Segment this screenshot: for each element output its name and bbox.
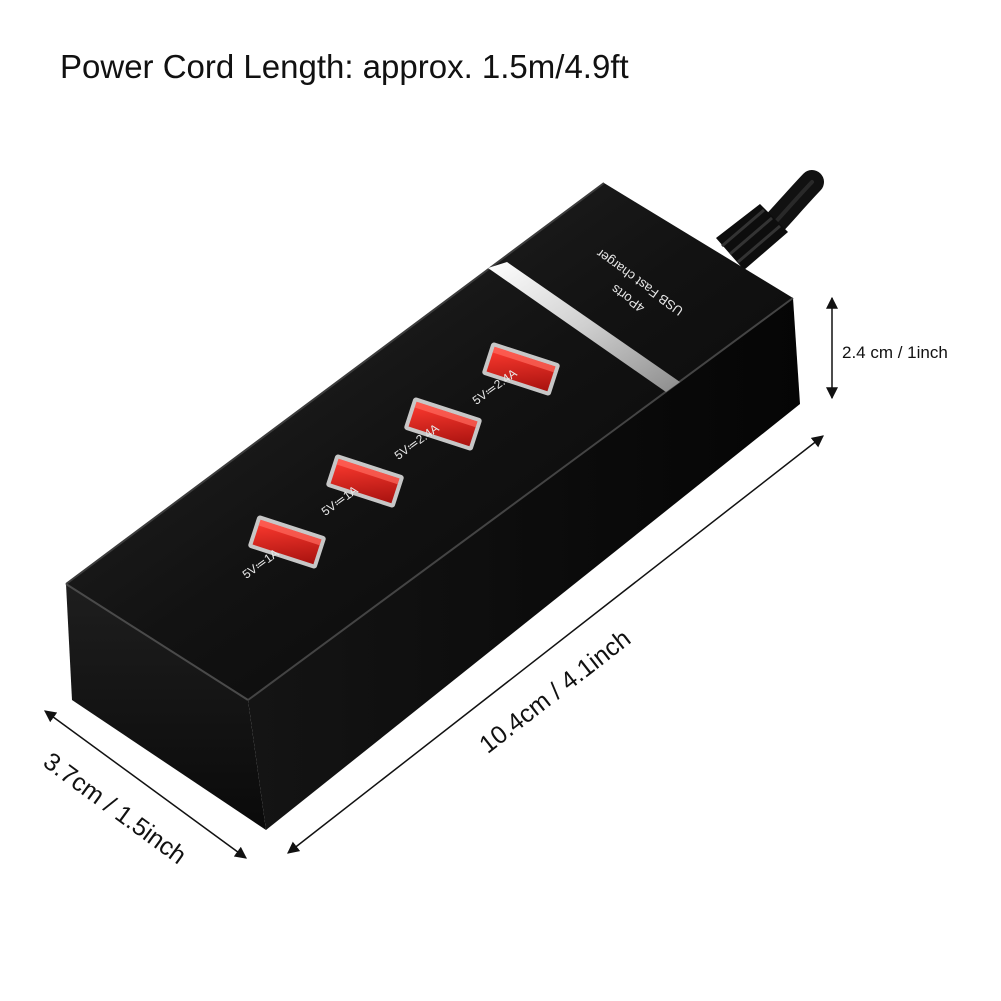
length-arrow xyxy=(287,435,824,854)
width-label: 3.7cm / 1.5inch xyxy=(38,747,191,870)
charger-body xyxy=(65,182,800,830)
cable-strain-relief xyxy=(716,204,788,270)
height-dimension: 2.4 cm / 1inch xyxy=(826,296,948,400)
led-indicator-strip xyxy=(488,262,680,392)
height-label: 2.4 cm / 1inch xyxy=(842,343,948,362)
width-arrow xyxy=(44,710,247,859)
power-cable xyxy=(716,170,824,270)
power-cord-length-caption: Power Cord Length: approx. 1.5m/4.9ft xyxy=(60,48,629,85)
